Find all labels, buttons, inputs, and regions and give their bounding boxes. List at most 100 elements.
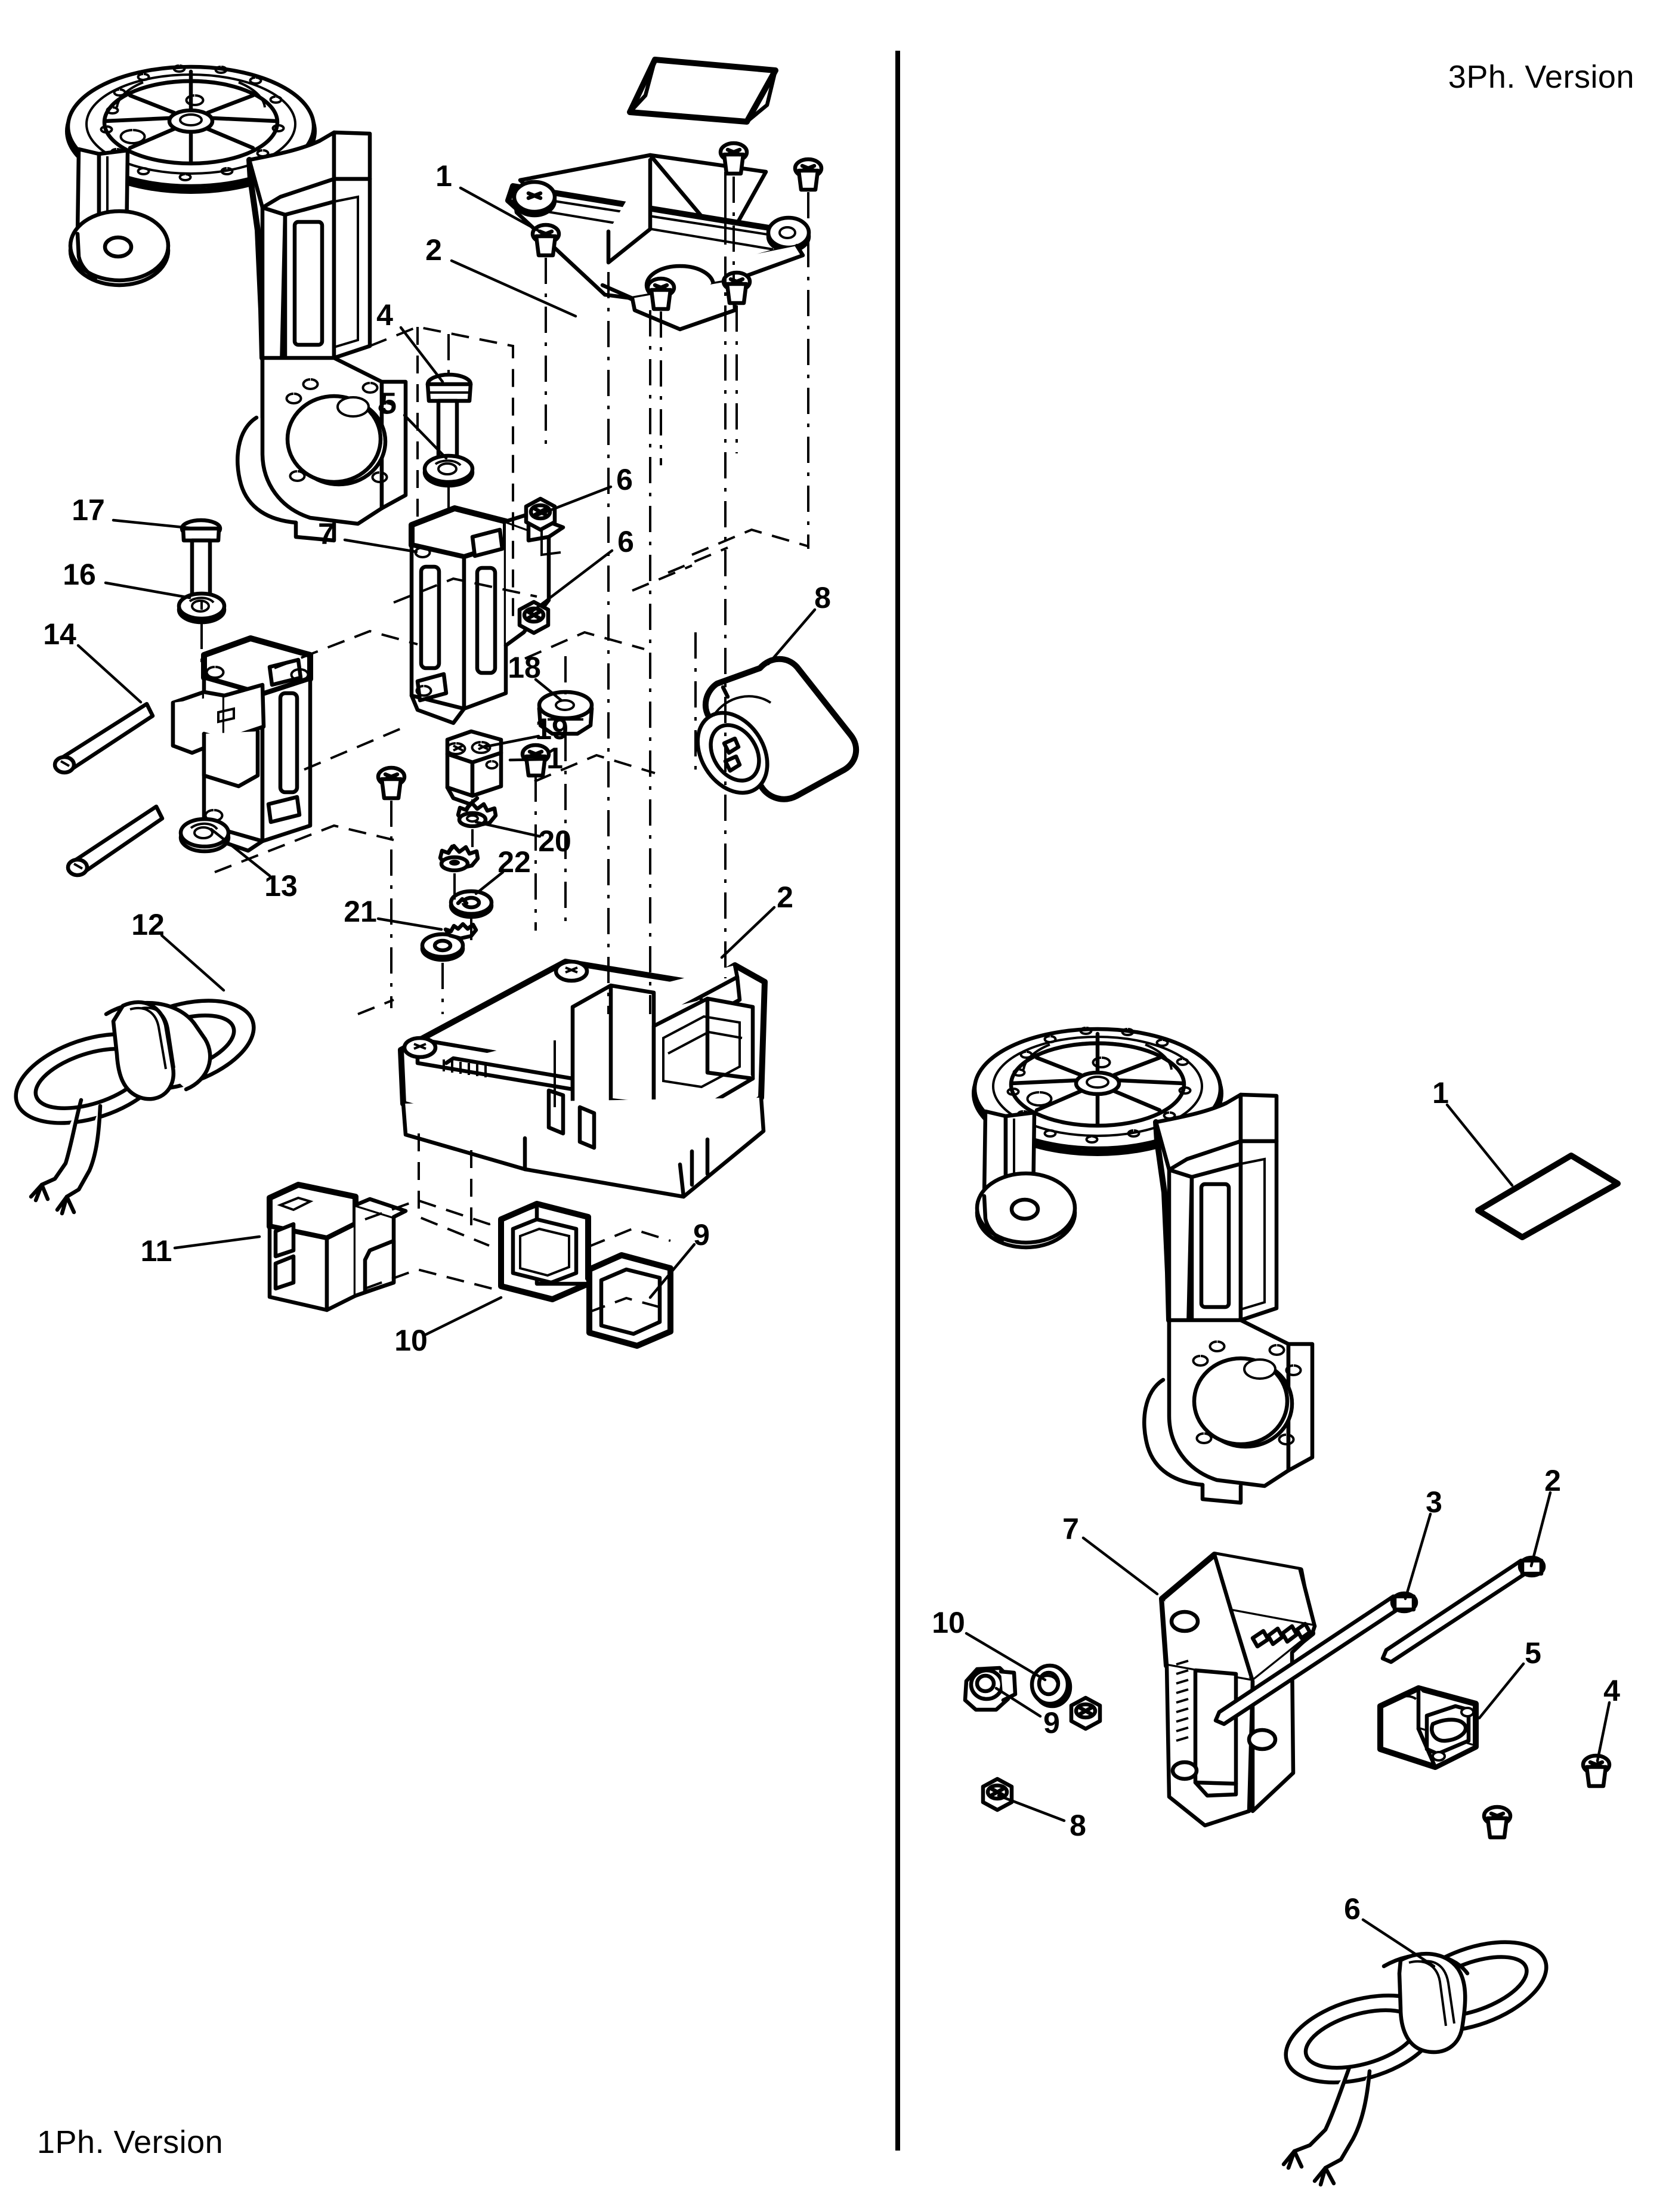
gasket-item-9 [586, 1252, 673, 1349]
callout-number-1-left-13: 1 [546, 742, 563, 775]
leader-line-17-left-4 [112, 518, 191, 530]
callout-number-2-right-3: 2 [1544, 1464, 1561, 1497]
callout-number-20-left-15: 20 [538, 824, 571, 858]
callout-number-8-right-8: 8 [1070, 1809, 1086, 1842]
leader-line-20-left-15 [474, 820, 542, 838]
leader-line-11-left-20 [173, 1235, 261, 1250]
nut-item-18 [537, 690, 594, 736]
leader-line-7-left-5 [343, 538, 418, 554]
callout-number-6-right-9: 6 [1344, 1892, 1361, 1926]
leader-line-4-left-2 [399, 326, 444, 384]
callout-number-4-left-2: 4 [376, 298, 393, 332]
bolt-item-4 [425, 372, 473, 467]
callout-number-10-right-4: 10 [932, 1606, 965, 1639]
callout-number-7-right-1: 7 [1062, 1512, 1079, 1546]
long-bolts-item-14 [52, 702, 165, 878]
motor-end-bracket-left [65, 64, 408, 543]
callout-number-10-left-21: 10 [394, 1324, 428, 1357]
motor-end-bracket-right [972, 1027, 1315, 1505]
switch-cover-item-10 [498, 1201, 591, 1302]
plate-fasteners-left [533, 143, 821, 549]
callout-number-7-left-5: 7 [318, 517, 335, 551]
nameplate-right [1475, 1153, 1621, 1240]
callout-number-9-left-22: 9 [693, 1218, 710, 1252]
leader-line-1-left-13 [508, 758, 545, 762]
panel-label-3ph: 3Ph. Version [1448, 59, 1634, 95]
callout-number-13-left-14: 13 [264, 869, 298, 903]
leader-line-4-right-6 [1596, 1701, 1611, 1763]
bolt-item-17 [180, 518, 222, 604]
screw-extra-left [378, 768, 404, 798]
leader-line-1-right-0 [1445, 1103, 1514, 1187]
leader-line-10-left-21 [423, 1296, 503, 1337]
leader-line-2-left-1 [450, 259, 577, 318]
washer-item-13 [178, 817, 231, 854]
leader-line-7-right-1 [1081, 1536, 1159, 1596]
panel-label-1ph: 1Ph. Version [37, 2124, 224, 2160]
capacitor-item-8 [696, 656, 859, 802]
leader-line-12-left-18 [160, 934, 225, 992]
star-washer-item-20 [456, 801, 498, 829]
cable-gland-item-9 [963, 1666, 1018, 1712]
callout-number-5-right-5: 5 [1525, 1636, 1541, 1670]
leader-line-16-left-8 [104, 581, 191, 600]
leader-line-2-right-3 [1529, 1491, 1552, 1568]
callout-number-21-left-17: 21 [344, 895, 377, 928]
leader-line-8-right-8 [997, 1794, 1066, 1822]
leader-line-3-right-2 [1404, 1512, 1432, 1601]
lock-washer-item-5 [422, 453, 475, 488]
leader-line-13-left-14 [209, 827, 271, 878]
callout-number-6-left-7: 6 [617, 525, 634, 558]
leader-line-9-left-22 [648, 1243, 696, 1299]
callout-number-9-right-7: 9 [1043, 1706, 1060, 1740]
nut-item-8b [983, 1779, 1012, 1810]
leader-line-14-left-9 [76, 644, 143, 704]
callout-number-8-left-10: 8 [814, 581, 831, 614]
nameplate-left [627, 57, 778, 125]
star-washer-item-20b [438, 844, 480, 873]
leader-line-5-left-3 [403, 413, 448, 460]
leader-line-22-left-16 [474, 870, 505, 895]
leader-line-2-left-19 [720, 906, 776, 959]
power-cord-item-12 [14, 999, 256, 1216]
terminal-box-cover-right [1159, 1552, 1317, 1828]
callout-number-19-left-12: 19 [535, 712, 568, 746]
callout-number-16-left-8: 16 [63, 558, 96, 591]
leader-line-9-right-7 [994, 1686, 1042, 1718]
leader-line-6-left-7 [528, 549, 614, 615]
leader-line-10-right-4 [965, 1632, 1047, 1682]
long-screw-item-2 [1380, 1555, 1546, 1664]
leader-line-6-left-6 [535, 485, 613, 517]
callout-number-11-left-20: 11 [140, 1234, 172, 1268]
terminal-block-item-19 [445, 729, 503, 807]
spacer-item-21 [422, 922, 478, 960]
leader-line-21-left-17 [376, 917, 443, 931]
callout-number-3-right-2: 3 [1426, 1485, 1442, 1519]
callout-number-18-left-11: 18 [508, 651, 541, 684]
bracket-item-7 [409, 505, 565, 725]
mounting-plate-left [505, 153, 811, 332]
leader-line-18-left-11 [534, 678, 563, 702]
callout-number-1-left-0: 1 [435, 159, 452, 193]
callout-number-22-left-16: 22 [497, 845, 531, 879]
callout-number-4-right-6: 4 [1603, 1674, 1620, 1707]
leader-line-5-right-5 [1478, 1662, 1525, 1720]
spacer-top-left [456, 897, 469, 906]
callout-number-12-left-18: 12 [131, 908, 165, 941]
callout-number-14-left-9: 14 [43, 617, 76, 651]
switch-body-item-11 [267, 1182, 408, 1312]
leader-line-6-right-9 [1361, 1918, 1436, 1968]
nut-item-8a [1071, 1698, 1100, 1729]
callout-number-1-right-0: 1 [1432, 1076, 1449, 1110]
screw-item-4b [1484, 1807, 1510, 1837]
grommet-item-10 [1030, 1663, 1073, 1709]
long-screw-item-3 [1213, 1591, 1418, 1726]
switch-housing-left [171, 635, 313, 853]
leader-line-19-left-12 [483, 734, 540, 749]
leader-line-1-left-0 [459, 186, 542, 233]
callout-number-6-left-6: 6 [616, 463, 633, 496]
callout-number-2-left-19: 2 [777, 881, 793, 914]
callout-number-2-left-1: 2 [425, 233, 442, 267]
